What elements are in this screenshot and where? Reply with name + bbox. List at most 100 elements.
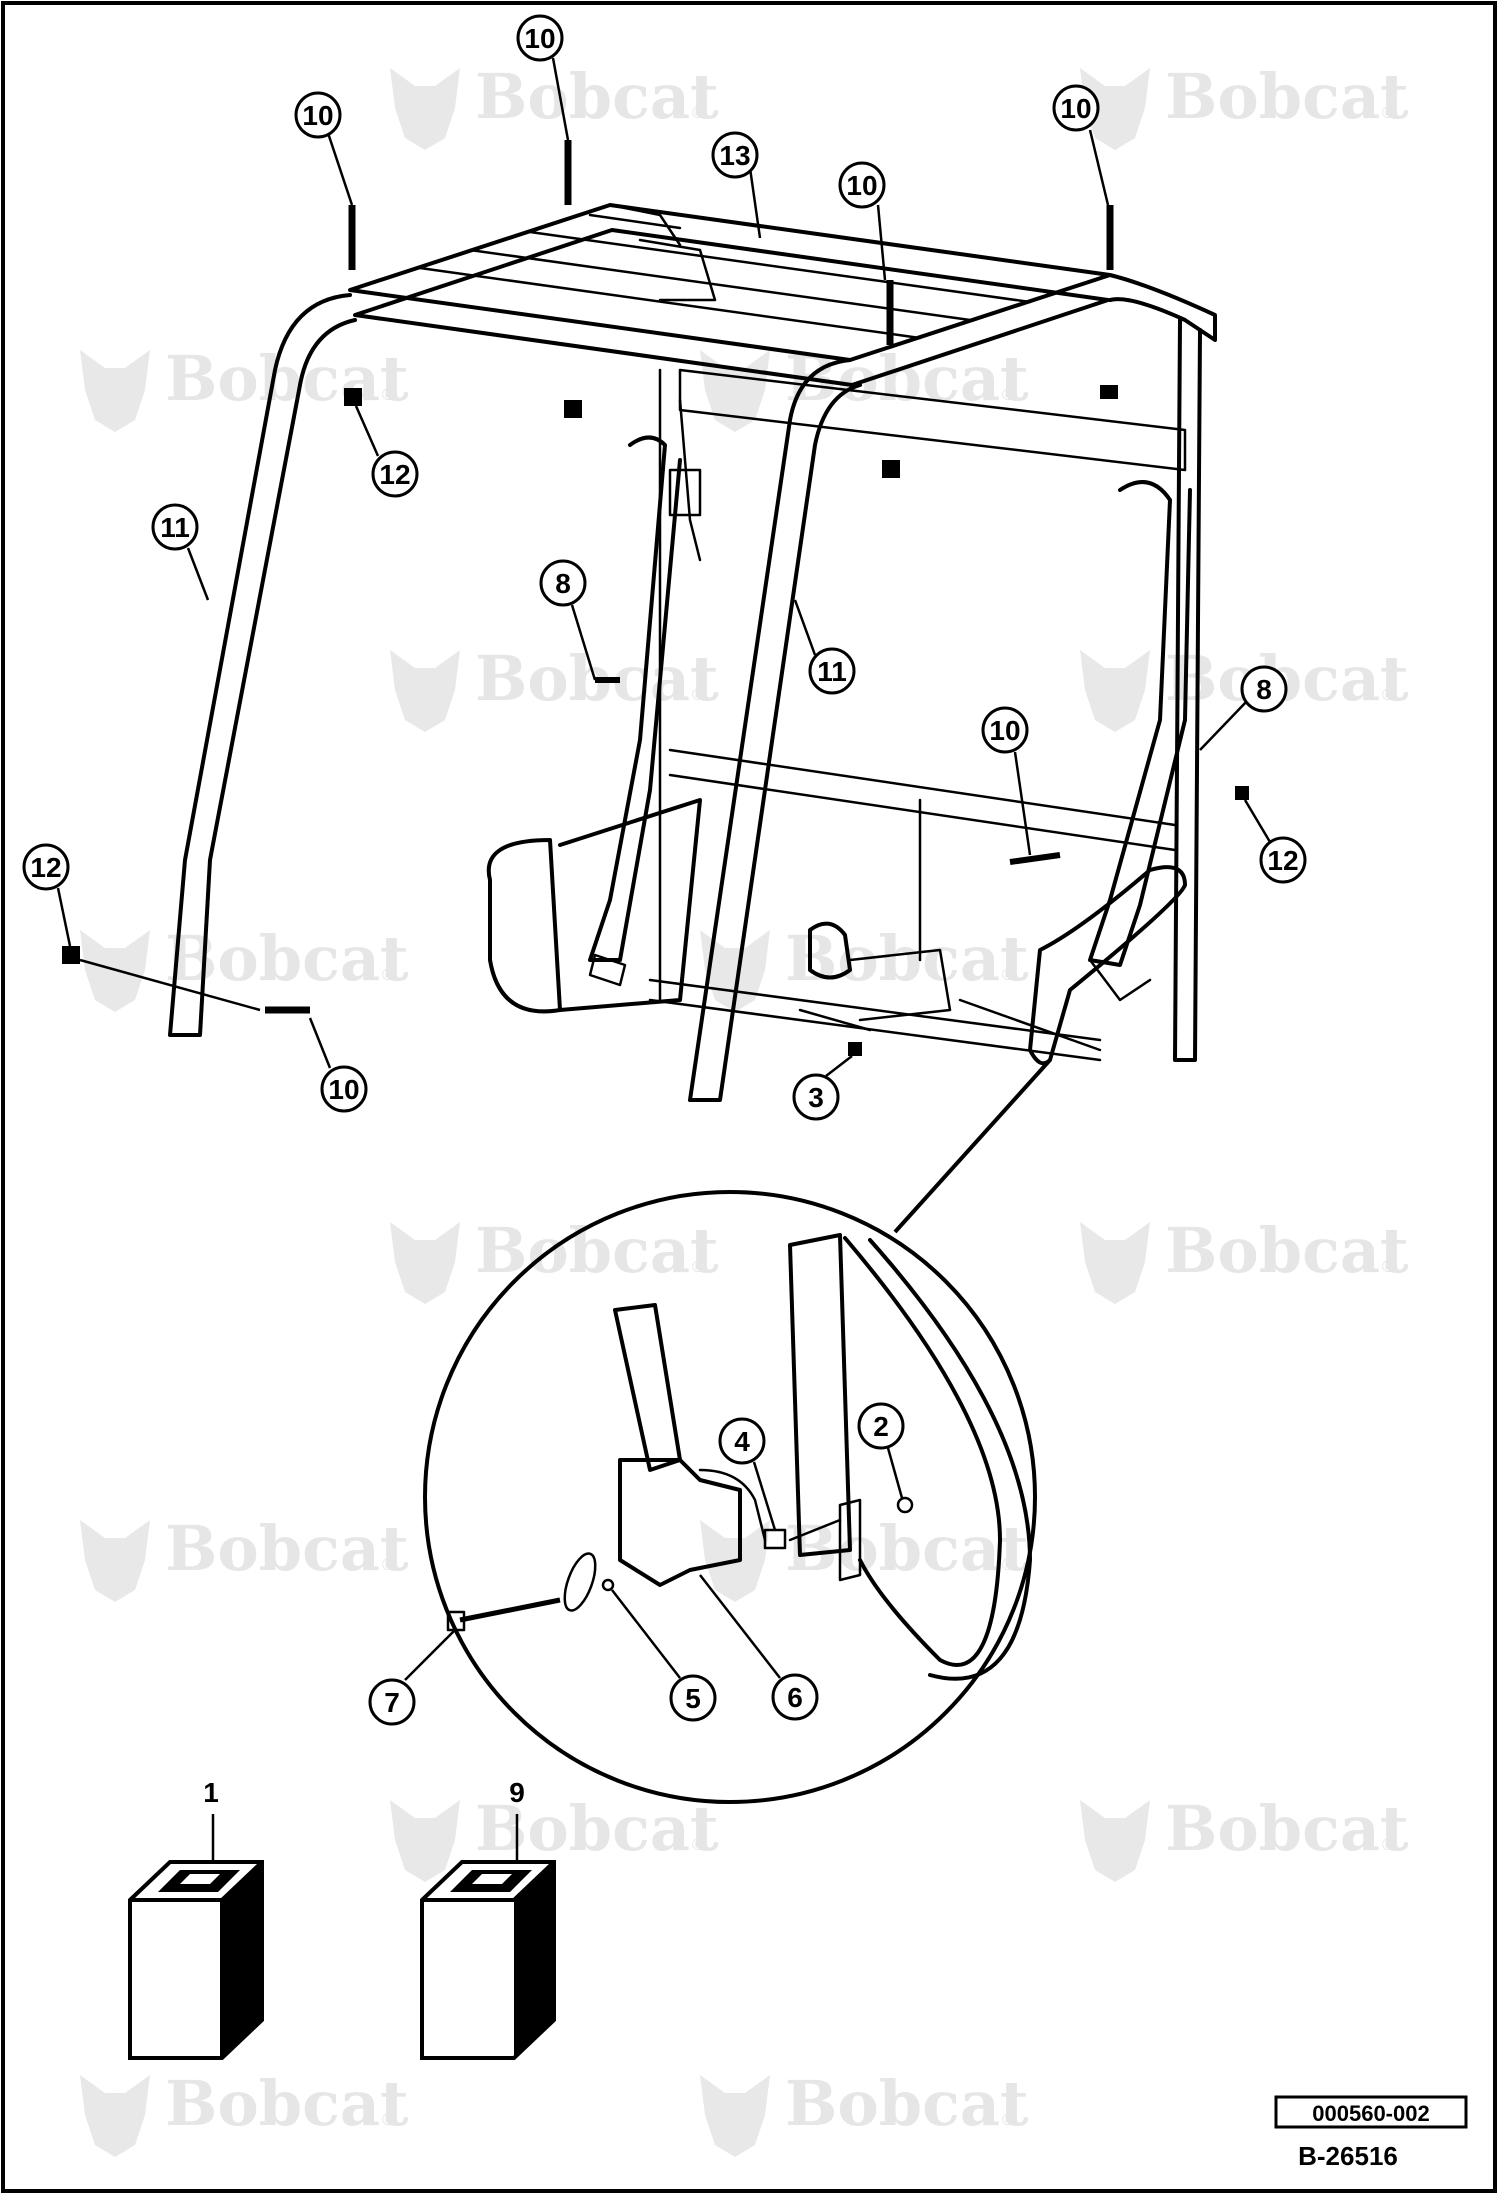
callout-balloon [294,91,342,139]
bobcat-logo-icon [1080,1800,1150,1882]
watermark-registered-mark: ® [690,103,706,122]
watermark-brand: Bobcat [475,1214,719,1287]
watermark-registered-mark: ® [380,1555,396,1574]
callout-balloon [368,1678,416,1726]
callout-balloon [771,1673,819,1721]
watermark-brand: Bobcat [1165,1792,1409,1865]
watermark-registered-mark: ® [1000,1555,1016,1574]
bobcat-watermark: Bobcat® [80,342,409,432]
watermark-brand: Bobcat [475,1792,719,1865]
watermark-registered-mark: ® [380,2110,396,2129]
watermark-registered-mark: ® [690,1257,706,1276]
bobcat-logo-icon [390,1800,460,1882]
callout-balloon [320,1065,368,1113]
callout-number: 13 [719,140,750,171]
watermark-brand: Bobcat [475,60,719,133]
bobcat-watermark: Bobcat® [390,1792,719,1882]
bobcat-logo-icon [80,1520,150,1602]
callout-10: 10 [1052,84,1100,132]
callout-number: 10 [989,715,1020,746]
callout-balloon [516,14,564,62]
bobcat-watermark: Bobcat® [80,1512,409,1602]
callout-balloon [808,647,856,695]
callout-number: 12 [30,852,61,883]
bobcat-logo-icon [700,2075,770,2157]
callout-number: 12 [1267,845,1298,876]
watermark-registered-mark: ® [1380,1835,1396,1854]
bobcat-watermark: Bobcat® [390,1214,719,1304]
watermark-registered-mark: ® [1000,385,1016,404]
callout-12: 12 [1259,836,1307,884]
callout-10: 10 [516,14,564,62]
watermark-brand: Bobcat [1165,60,1409,133]
watermark-registered-mark: ® [1000,2110,1016,2129]
callout-7: 7 [368,1678,416,1726]
drawing-number: 000560-002 [1312,2101,1429,2126]
callout-11: 11 [151,503,199,551]
callout-balloon [718,1417,766,1465]
callout-13: 13 [711,131,759,179]
callout-10: 10 [981,706,1029,754]
watermark-brand: Bobcat [165,342,409,415]
watermark-registered-mark: ® [380,385,396,404]
callout-number: 12 [379,459,410,490]
bobcat-logo-icon [80,2075,150,2157]
callout-balloon [857,1402,905,1450]
callout-number: 10 [328,1074,359,1105]
callout-number: 2 [873,1411,889,1442]
bobcat-watermark: Bobcat® [80,922,409,1012]
bobcat-watermark: Bobcat® [80,2067,409,2157]
bobcat-logo-icon [700,930,770,1012]
watermark-registered-mark: ® [690,685,706,704]
kit-box-1: 1 [128,1777,264,2060]
bobcat-watermark: Bobcat® [700,342,1029,432]
bobcat-logo-icon [80,350,150,432]
callout-balloon [669,1674,717,1722]
bobcat-watermark: Bobcat® [1080,60,1409,150]
callout-number: 10 [846,170,877,201]
drawing-reference: 000560-002 B-26516 [1274,2095,1468,2171]
watermark-registered-mark: ® [690,1835,706,1854]
bobcat-watermark: Bobcat® [700,1512,1029,1602]
watermark-brand: Bobcat [785,1512,1029,1585]
callout-balloon [981,706,1029,754]
watermark-layer: Bobcat®Bobcat®Bobcat®Bobcat®Bobcat®Bobca… [80,60,1409,2157]
callout-4: 4 [718,1417,766,1465]
bobcat-watermark: Bobcat® [1080,1214,1409,1304]
callout-number: 8 [555,568,571,599]
bobcat-watermark: Bobcat® [1080,642,1409,732]
callout-11: 11 [808,647,856,695]
callout-number: 11 [817,656,847,687]
callout-number: 11 [160,512,190,543]
callout-12: 12 [371,450,419,498]
callout-balloon [838,161,886,209]
callout-6: 6 [771,1673,819,1721]
callout-2: 2 [857,1402,905,1450]
callout-balloon [1052,84,1100,132]
callout-number: 4 [734,1426,750,1457]
watermark-brand: Bobcat [1165,642,1409,715]
bobcat-logo-icon [1080,1222,1150,1304]
bobcat-watermark: Bobcat® [700,2067,1029,2157]
bobcat-watermark: Bobcat® [700,922,1029,1012]
kit-label: 9 [509,1777,525,1808]
detail-view [423,1058,1052,1804]
watermark-brand: Bobcat [785,922,1029,995]
callout-balloon [711,131,759,179]
bobcat-logo-icon [390,68,460,150]
watermark-registered-mark: ® [1380,103,1396,122]
callout-balloon [1240,665,1288,713]
figure-number: B-26516 [1298,2141,1398,2171]
kit-label: 1 [203,1777,219,1808]
callout-3: 3 [792,1073,840,1121]
watermark-registered-mark: ® [380,965,396,984]
kit-box-2: 9 [420,1777,556,2060]
callout-balloon [539,559,587,607]
watermark-registered-mark: ® [1380,685,1396,704]
watermark-brand: Bobcat [1165,1214,1409,1287]
bobcat-watermark: Bobcat® [390,642,719,732]
